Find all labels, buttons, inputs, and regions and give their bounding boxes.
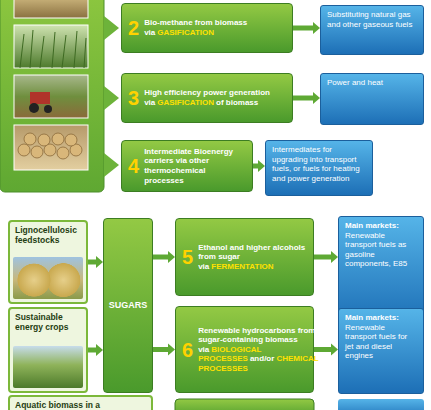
market-heading: Main markets: bbox=[345, 313, 417, 323]
connector-line bbox=[293, 26, 314, 31]
feedstock-box: Lignocellulosic feedstocks bbox=[8, 220, 88, 304]
box-text: Lignocellulosic feedstocks bbox=[15, 225, 81, 245]
callout-number: 3 bbox=[128, 86, 139, 110]
feedstock-photo bbox=[13, 346, 83, 388]
box-body: Renewable hydrocarbons from sugar-contai… bbox=[198, 326, 318, 374]
flow-arrow bbox=[293, 92, 320, 104]
callout-number: 5 bbox=[182, 245, 193, 269]
market-text: Renewable transport fuels as gasoline co… bbox=[345, 231, 417, 269]
box-text: Power and heat bbox=[327, 78, 417, 88]
market-heading: Main markets: bbox=[345, 221, 417, 231]
box-text: Sustainable energy crops bbox=[15, 312, 81, 332]
flow-arrow bbox=[314, 344, 338, 356]
connector-line bbox=[153, 255, 169, 260]
market-text: Renewable transport fuels for jet and di… bbox=[345, 323, 417, 361]
grass-blades bbox=[20, 30, 86, 68]
connector-line bbox=[88, 260, 97, 265]
flow-arrow bbox=[314, 251, 338, 263]
callout-number: 4 bbox=[128, 154, 139, 178]
process-name: GASIFICATION bbox=[157, 98, 214, 107]
feedstock-box: Sustainable energy crops bbox=[8, 307, 88, 393]
arrowhead bbox=[258, 160, 265, 172]
box-text: SUGARS bbox=[109, 300, 148, 311]
connector-line bbox=[88, 348, 97, 353]
arrowhead bbox=[96, 256, 103, 268]
box-body: Ethanol and higher alcohols from sugar v… bbox=[198, 243, 307, 272]
arrowhead bbox=[313, 92, 320, 104]
box-text: of biomass bbox=[216, 98, 258, 107]
box-text: Intermediates for upgrading into transpo… bbox=[272, 145, 366, 183]
flow-arrow bbox=[253, 160, 265, 172]
arrowhead bbox=[96, 344, 103, 356]
photo-grass bbox=[14, 25, 88, 68]
process-box: 4Intermediate Bioenergy carriers via oth… bbox=[121, 140, 253, 192]
flow-arrow bbox=[293, 22, 320, 34]
market-box: Main markets:Renewable transport fuels f… bbox=[338, 308, 424, 394]
market-box: Intermediates for upgrading into transpo… bbox=[265, 140, 373, 196]
arrowhead bbox=[168, 344, 175, 356]
panel-arrow bbox=[104, 153, 119, 177]
box-body: Intermediate Bioenergy carriers via othe… bbox=[144, 147, 246, 185]
feedstock-box: Aquatic biomass in a bbox=[8, 395, 153, 410]
photo-logs bbox=[14, 125, 88, 170]
panel-arrow bbox=[104, 16, 119, 40]
log-ends bbox=[18, 133, 82, 159]
process-name: FERMENTATION bbox=[211, 262, 273, 271]
callout-number: 6 bbox=[182, 338, 193, 362]
process-box: 5Ethanol and higher alcohols from sugar … bbox=[175, 218, 314, 296]
box-text: Intermediate Bioenergy carriers via othe… bbox=[144, 147, 233, 185]
process-box: 3 High efficiency power generation viaGAS… bbox=[121, 73, 293, 123]
photo-stubble bbox=[14, 0, 88, 18]
arrowhead bbox=[168, 251, 175, 263]
panel-arrow bbox=[104, 86, 119, 110]
callout-number: 2 bbox=[128, 16, 139, 40]
market-box-cropped bbox=[338, 399, 424, 410]
flow-arrow bbox=[88, 344, 103, 356]
flow-arrow bbox=[153, 344, 175, 356]
tractor-wheel bbox=[29, 103, 39, 113]
flow-arrow bbox=[153, 251, 175, 263]
flow-arrow bbox=[88, 256, 103, 268]
box-text: Substituting natural gas and other gaseo… bbox=[327, 10, 417, 29]
process-box: SUGARS bbox=[103, 218, 153, 393]
box-body: High efficiency power generation viaGASI… bbox=[144, 88, 286, 107]
process-box: 2 Bio-methane from biomass viaGASIFICATIO… bbox=[121, 3, 293, 53]
market-box: Substituting natural gas and other gaseo… bbox=[320, 5, 424, 55]
tractor bbox=[30, 92, 50, 104]
box-text: Aquatic biomass in a bbox=[15, 400, 146, 410]
process-box-cropped bbox=[175, 399, 314, 410]
connector-line bbox=[293, 96, 314, 101]
connector-line bbox=[153, 347, 169, 352]
connector-line bbox=[314, 347, 332, 352]
arrowhead bbox=[331, 344, 338, 356]
process-box: 6Renewable hydrocarbons from sugar-conta… bbox=[175, 306, 314, 393]
arrowhead bbox=[331, 251, 338, 263]
photo-tractor bbox=[14, 75, 88, 118]
connector-line bbox=[314, 255, 332, 260]
feedstock-panel bbox=[0, 0, 104, 192]
feedstock-photo bbox=[13, 257, 83, 299]
market-box: Power and heat bbox=[320, 73, 424, 125]
box-body: Bio-methane from biomass viaGASIFICATION bbox=[144, 18, 286, 37]
arrowhead bbox=[313, 22, 320, 34]
box-text: and/or bbox=[250, 354, 274, 363]
tractor-wheel bbox=[44, 105, 52, 113]
process-name: GASIFICATION bbox=[157, 28, 214, 37]
